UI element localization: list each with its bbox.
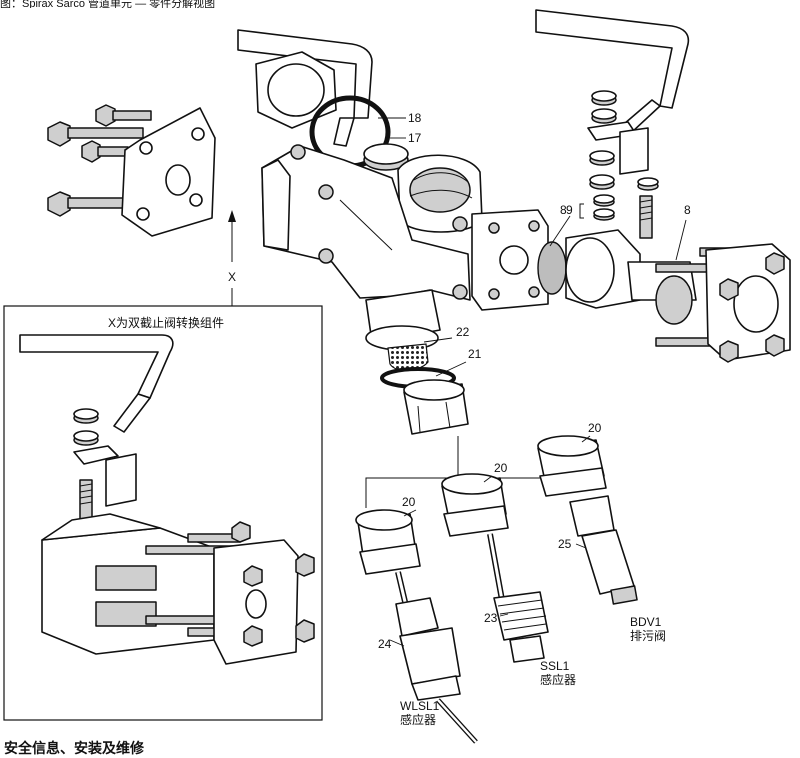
- ssl1-sensor: [487, 533, 549, 663]
- inset-caption: X为双截止阀转换组件: [108, 315, 224, 330]
- bolt-lower: [47, 191, 144, 217]
- wlsl1-sensor: [395, 571, 478, 744]
- ssl1-name: 感应器: [540, 672, 576, 687]
- wlsl1-name: 感应器: [400, 712, 436, 727]
- valve-body: [261, 145, 471, 301]
- callout-17: 17: [408, 131, 422, 145]
- wlsl1-code: WLSL1: [400, 699, 440, 713]
- leader-lines: [378, 117, 687, 647]
- right-connector: [537, 229, 791, 363]
- flange-bolt-assembly: [47, 104, 216, 237]
- plug-group: [355, 435, 638, 744]
- strainer-mesh: [387, 343, 429, 372]
- view-arrow: X: [228, 210, 236, 306]
- inset-box: X为双截止阀转换组件: [3, 305, 323, 721]
- right-handle-assembly: [535, 9, 690, 239]
- inset-handle: [19, 334, 174, 399]
- callout-8-left: 8: [560, 203, 567, 217]
- bdv1-valve: [569, 495, 638, 605]
- section-heading: 安全信息、安装及维修: [4, 740, 144, 756]
- component-labels: BDV1 排污阀 SSL1 感应器 WLSL1 感应器: [400, 615, 666, 727]
- callout-18: 18: [408, 111, 422, 125]
- plug-20-c: [537, 435, 607, 497]
- bolt-lower2: [81, 140, 129, 163]
- callout-9: 9: [566, 203, 573, 217]
- callout-23: 23: [484, 611, 498, 625]
- plug-20-b: [441, 473, 509, 537]
- callout-20-b: 20: [494, 461, 508, 475]
- main-valve-assembly: [237, 29, 549, 435]
- callout-20-a: 20: [402, 495, 416, 509]
- bdv1-code: BDV1: [630, 615, 662, 629]
- callout-22: 22: [456, 325, 470, 339]
- callout-8-right: 8: [684, 203, 691, 217]
- bolt-upper: [47, 121, 144, 147]
- bdv1-name: 排污阀: [630, 629, 666, 643]
- callout-25: 25: [558, 537, 572, 551]
- header-fragment: 图：Spirax Sarco 管道单元 — 零件分解视图: [0, 0, 216, 8]
- plug-upper: [403, 379, 469, 435]
- plug-20-a: [355, 509, 421, 575]
- callout-21: 21: [468, 347, 482, 361]
- view-label-x: X: [228, 270, 236, 284]
- callout-24: 24: [378, 637, 392, 651]
- gasket-8: [537, 241, 567, 295]
- bolt-mid: [95, 104, 152, 127]
- callout-20-c: 20: [588, 421, 602, 435]
- right-handle: [535, 9, 690, 109]
- ssl1-code: SSL1: [540, 659, 570, 673]
- callouts: 18 17 8 9 8 22 21 20 20 20 25 23 24: [378, 111, 691, 651]
